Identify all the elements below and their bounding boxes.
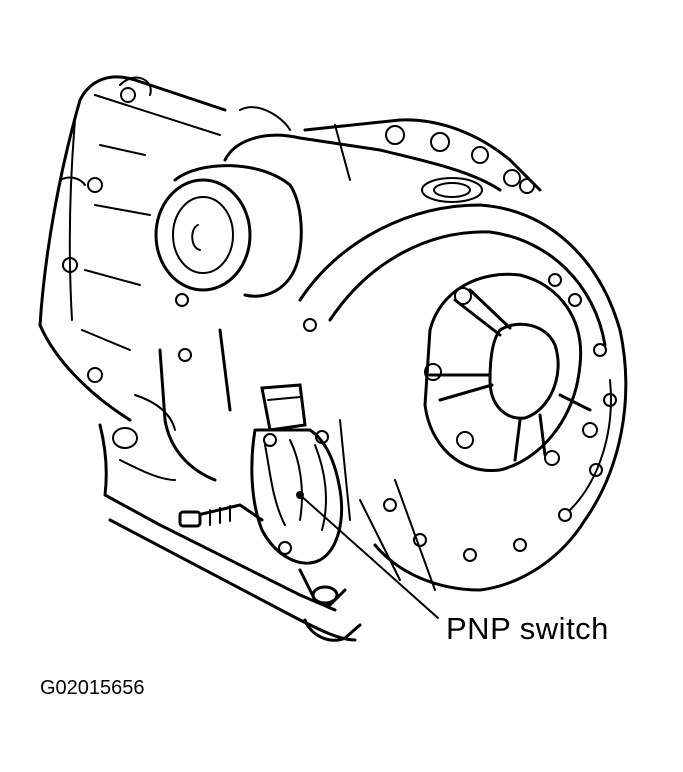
callout-label: PNP switch <box>446 611 609 646</box>
end-cover-flange <box>298 203 628 592</box>
flange-bolts <box>303 273 617 562</box>
lower-case <box>98 328 436 642</box>
pnp-switch <box>178 383 362 642</box>
callout-leader-line <box>299 494 439 619</box>
case-bolts-left <box>62 87 192 383</box>
bell-housing-top <box>223 106 542 203</box>
figure-id: G02015656 <box>40 677 145 699</box>
cylinder-boss <box>154 164 303 298</box>
end-cover <box>423 272 598 473</box>
transaxle-case-left <box>38 75 227 422</box>
